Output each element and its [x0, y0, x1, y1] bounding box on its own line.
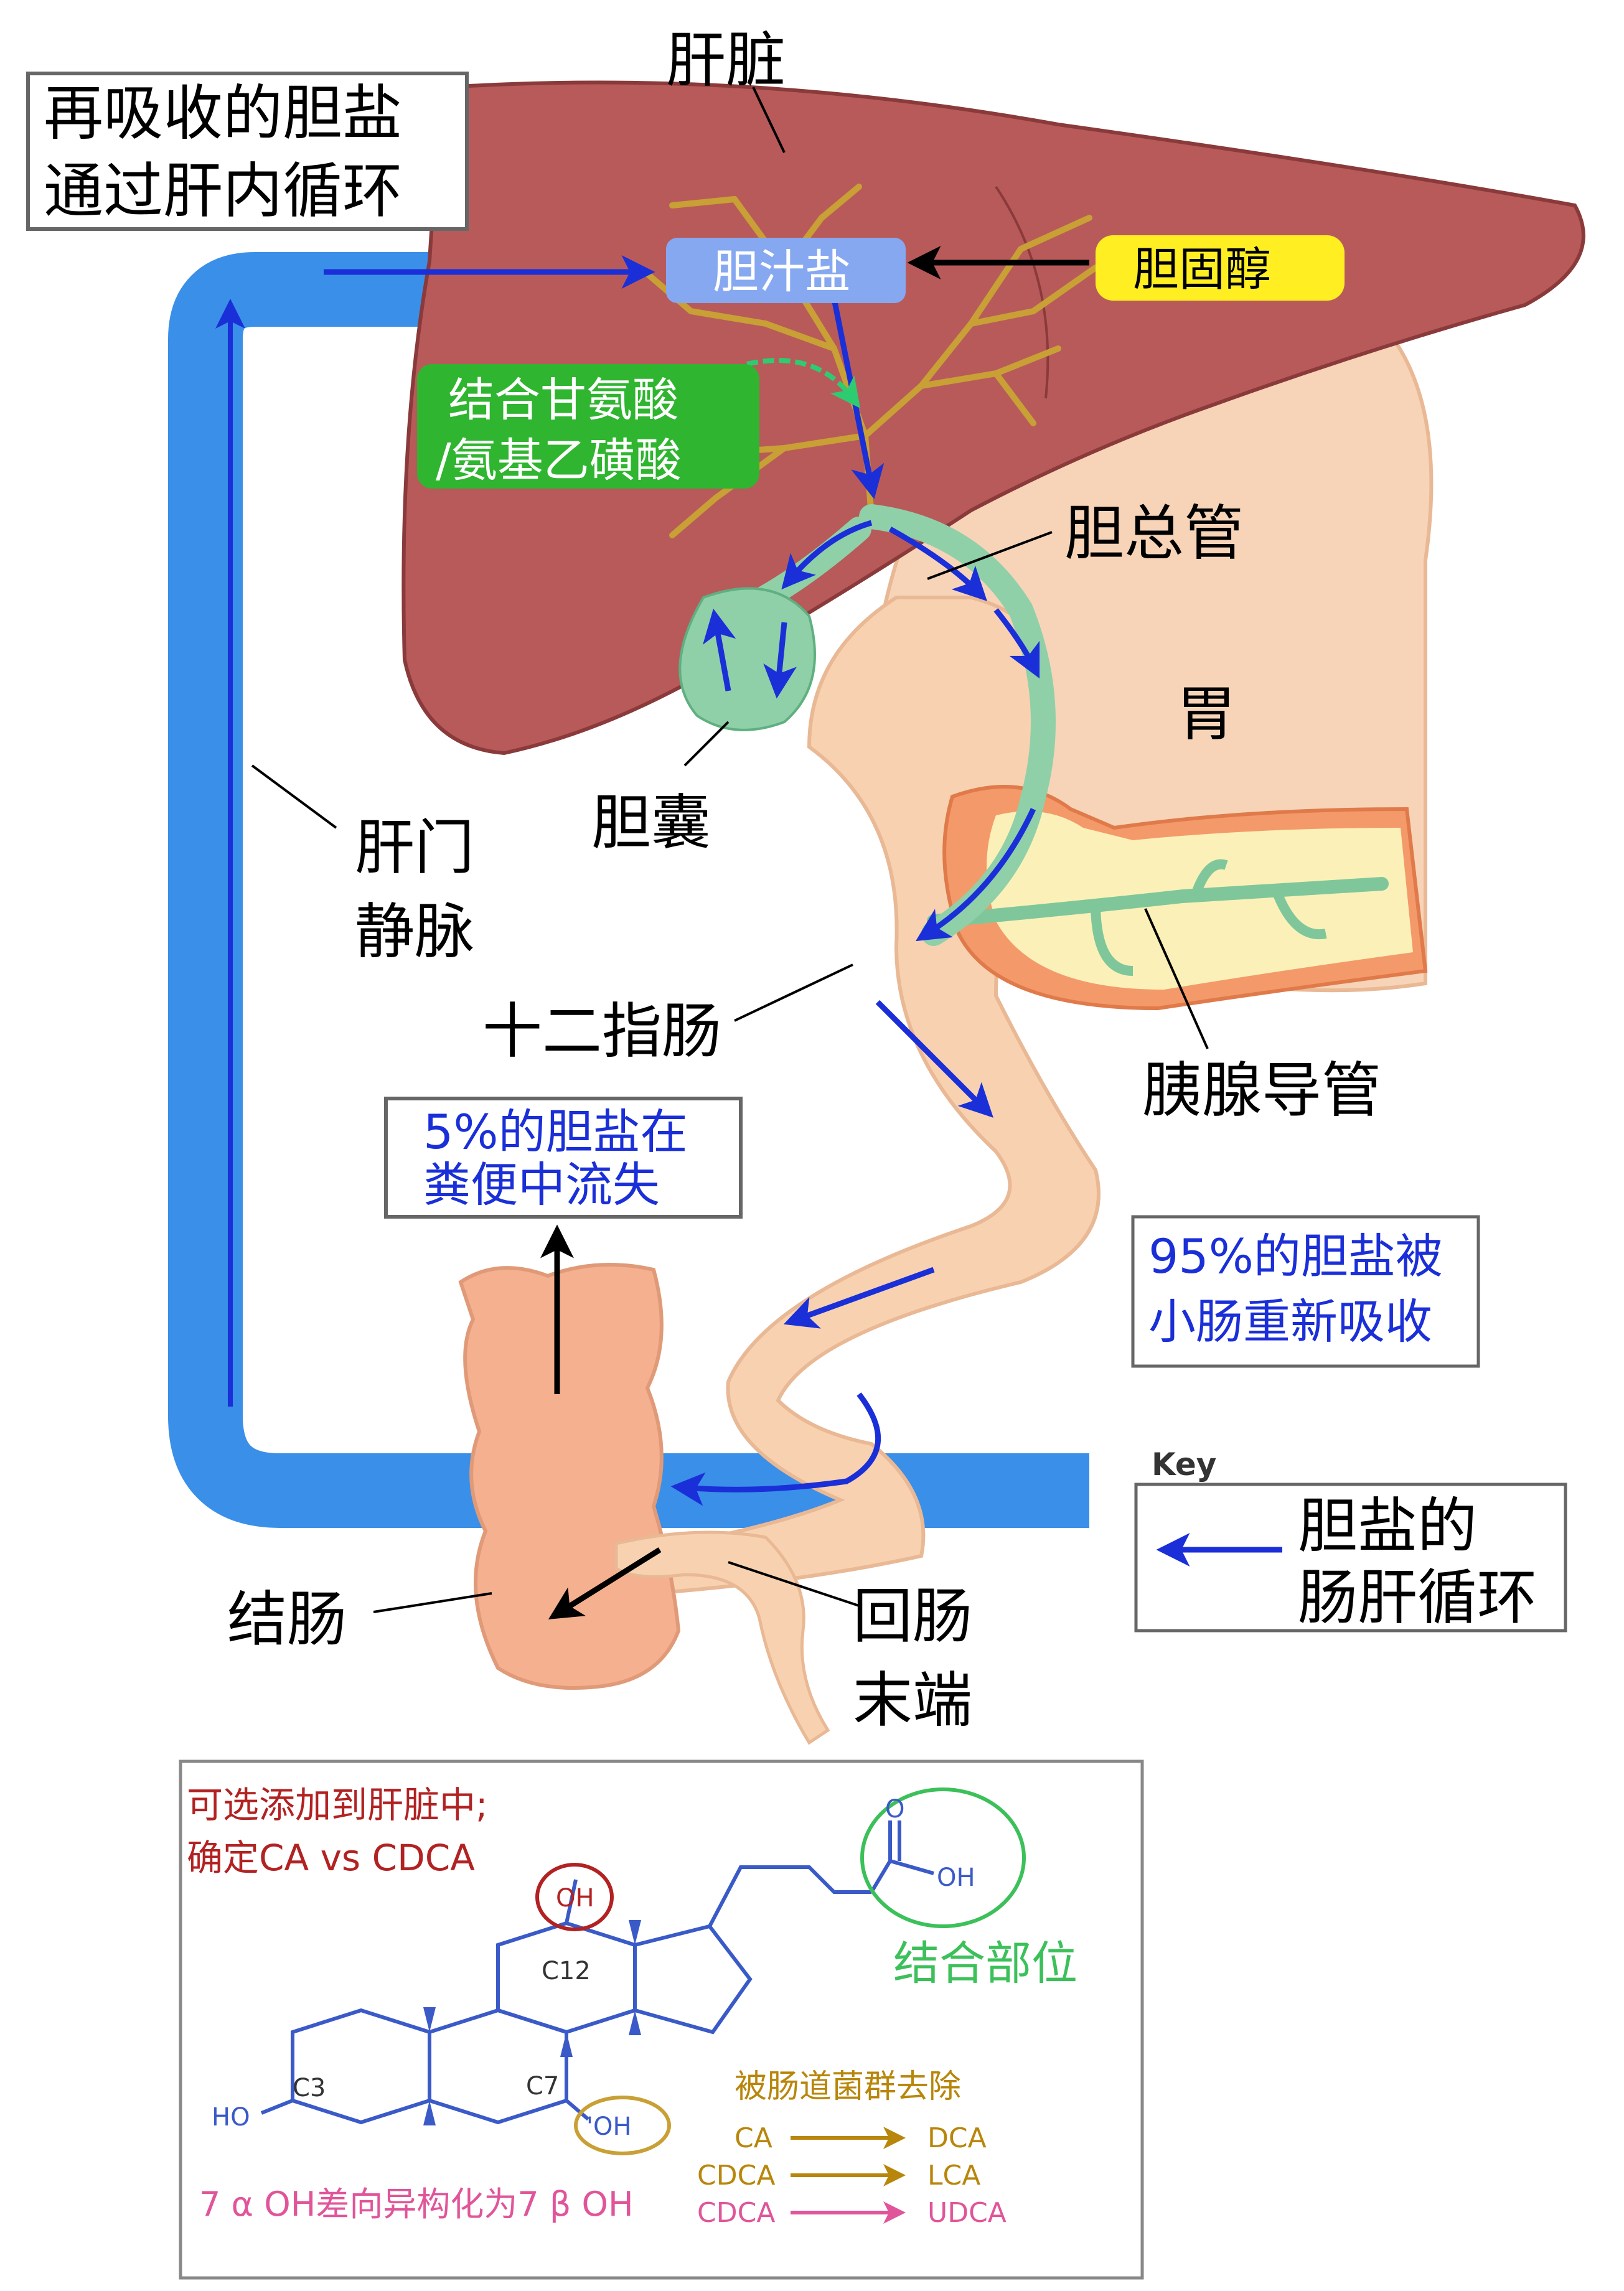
- gallbladder-label: 胆囊: [591, 788, 711, 858]
- colon-label: 结肠: [227, 1585, 347, 1654]
- chemistry-panel: 可选添加到肝脏中; 确定CA vs CDCA: [179, 1759, 1144, 2280]
- conversion-to: DCA: [927, 2122, 987, 2154]
- portal-vein-label-line2: 静脉: [355, 897, 474, 967]
- fecal-loss-box: [384, 1097, 743, 1219]
- chem-c12: C12: [542, 1957, 591, 1985]
- chem-c7: C7: [526, 2072, 559, 2101]
- terminal-ileum-label-line1: 回肠: [853, 1581, 972, 1651]
- stereo-wedge: [423, 2101, 436, 2125]
- chem-acid-oh: OH: [937, 1863, 975, 1892]
- conjugation-site-label: 结合部位: [893, 1937, 1077, 1990]
- conversion-to: UDCA: [927, 2197, 1007, 2229]
- common-bile-duct-shape: [859, 504, 1056, 946]
- epimerization-label: 7 α OH差向异构化为7 β OH: [199, 2185, 634, 2224]
- reabsorbed-label-line2: 通过肝内循环: [44, 156, 402, 226]
- duodenum-leader: [734, 963, 853, 1022]
- terminal-ileum-shape: [614, 1530, 830, 1745]
- portal-vein-label-line1: 肝门: [355, 813, 474, 883]
- fecal-loss-label-line1: 5%的胆盐在: [423, 1104, 688, 1160]
- pancreatic-duct-label: 胰腺导管: [1142, 1056, 1381, 1125]
- stereo-wedge: [629, 1920, 641, 1945]
- chem-oh-top: OH: [556, 1884, 594, 1913]
- liver-label: 肝脏: [666, 26, 786, 95]
- reabsorbed-box: [26, 72, 469, 231]
- oh-c7-circle: [574, 2096, 671, 2155]
- conjugation-label-line1: 结合甘氨酸: [448, 373, 678, 427]
- bile-duct-leader: [927, 531, 1053, 580]
- oh-c12-circle: [535, 1863, 614, 1931]
- bacteria-removed-label: 被肠道菌群去除: [735, 2068, 961, 2106]
- carboxyl-circle: [860, 1787, 1026, 1928]
- flow-arrows: [324, 255, 1040, 1506]
- black-arrows: [540, 246, 1089, 1619]
- stereo-wedge: [423, 2007, 436, 2032]
- colon-leader: [373, 1592, 492, 1613]
- stereo-wedge: [629, 2010, 641, 2035]
- conversion-from: CDCA: [697, 2160, 775, 2191]
- key-box: [1134, 1483, 1567, 1633]
- pancreas: [927, 785, 1428, 1011]
- conversion-to: LCA: [927, 2160, 980, 2191]
- stereo-wedge: [560, 2032, 573, 2057]
- chem-c3: C3: [293, 2074, 326, 2102]
- conjugation-label-line2: /氨基乙磺酸: [436, 434, 682, 487]
- gallbladder-leader: [683, 721, 730, 767]
- common-bile-duct-label: 胆总管: [1064, 499, 1244, 568]
- stomach-label: 胃: [1176, 679, 1236, 749]
- conversion-from: CDCA: [697, 2197, 775, 2229]
- small-intestine: [606, 596, 1101, 1596]
- terminal-ileum-label-line2: 末端: [853, 1666, 972, 1735]
- chem-oh-c7: 'OH: [586, 2112, 632, 2141]
- fecal-loss-label-line2: 粪便中流失: [423, 1157, 660, 1212]
- key-label-line1: 胆盐的: [1298, 1491, 1477, 1561]
- duodenum-label: 十二指肠: [482, 996, 721, 1066]
- chem-note-line2: 确定CA vs CDCA: [187, 1837, 475, 1879]
- cholesterol-label: 胆固醇: [1133, 243, 1271, 296]
- colon-shape: [458, 1263, 681, 1690]
- reabsorbed-label-line1: 再吸收的胆盐: [44, 78, 402, 148]
- conjugation-arrow: [746, 358, 861, 408]
- portal-vein-leader: [251, 764, 337, 829]
- reabsorbed-95-label-line1: 95%的胆盐被: [1148, 1229, 1443, 1284]
- bile-salts-box: [666, 238, 906, 303]
- cholesterol-box: [1096, 235, 1345, 301]
- conversion-from: CA: [735, 2122, 772, 2154]
- reabsorbed-95-label-line2: 小肠重新吸收: [1148, 1294, 1432, 1349]
- ileum-leader: [728, 1561, 860, 1607]
- portal-vein: [168, 252, 1089, 1528]
- chem-ho-left: HO: [212, 2103, 250, 2132]
- bile-salts-label: 胆汁盐: [713, 245, 851, 299]
- chem-acid-o: O: [885, 1795, 904, 1824]
- gallbladder-shape: [678, 587, 816, 731]
- chem-note-line1: 可选添加到肝脏中;: [187, 1784, 488, 1826]
- key-label-line2: 肠肝循环: [1298, 1563, 1537, 1633]
- reabsorbed-95-box: [1131, 1215, 1480, 1368]
- liver-leader: [752, 87, 786, 153]
- key-title: Key: [1152, 1446, 1216, 1483]
- conjugation-box: [417, 364, 759, 489]
- pancreatic-duct-leader: [1144, 908, 1209, 1049]
